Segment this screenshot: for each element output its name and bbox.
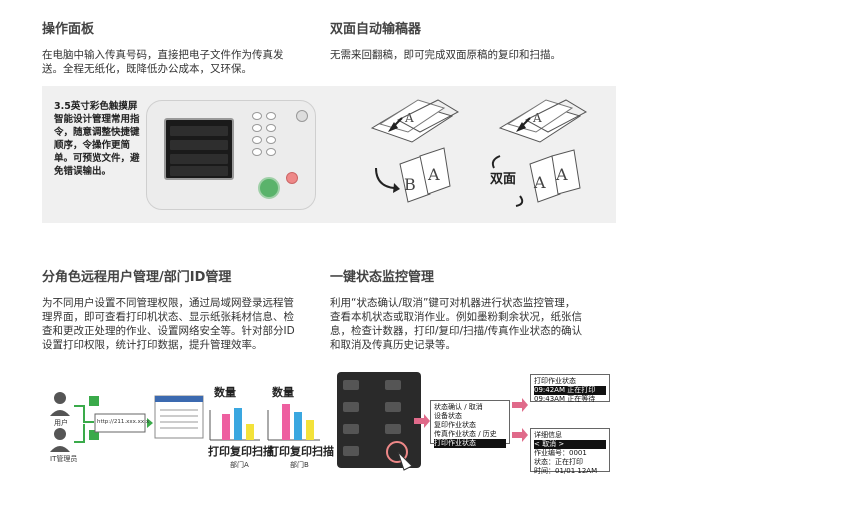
keypad-key [252,136,262,144]
user-avatar-icon [54,392,66,404]
status-monitor-desc-line3: 息，检查计数器，打印/复印/扫描/传真作业状态的确认 [330,325,583,337]
control-panel-desc-line1: 在电脑中输入传真号码，直接把电子文件作为传真发 [42,49,284,61]
feature-image-strip-top [42,86,616,223]
status-monitor-desc-line4: 和取消及传真历史记录等。 [330,339,456,351]
screen-row [170,154,228,164]
arrow-right-icon [414,414,430,428]
status-monitor-desc: 利用“状态确认/取消”键可对机器进行状态监控管理， 查看本机状态或取消作业。例如… [330,296,618,352]
detail-row: 状态：正在打印 [534,458,583,466]
keypad-key [252,124,262,132]
status-monitor-title: 一键状态监控管理 [330,270,435,285]
remote-mgmt-desc-line4: 设置打印权限，统计打印数据，提升管理效率。 [42,339,263,351]
bar-dept-b-print [282,404,290,440]
remote-mgmt-desc-line3: 查和更改正处理的作业、设置网络安全等。针对部分ID [42,325,295,337]
screen-row [170,166,228,176]
remote-mgmt-desc-line1: 为不同用户设置不同管理权限，通过局域网登录远程管 [42,297,294,309]
arrow-right-icon [512,428,528,442]
bar-dept-b-copy [294,412,302,440]
status-menu-lcd: 状态确认 / 取消 设备状态 复印作业状态 传真作业状态 / 历史 打印作业状态 [430,400,510,448]
it-admin-avatar-icon [54,428,66,440]
svg-text:B: B [404,175,416,194]
print-status-row: 09:42AM 正在打印 [534,386,606,395]
adf-desc: 无需来回翻稿，即可完成双面原稿的复印和扫描。 [330,49,561,61]
control-panel-desc: 在电脑中输入传真号码，直接把电子文件作为传真发 送。全程无纸化，既降低办公成本，… [42,48,322,76]
status-monitor-desc-line2: 查看本机状态或取消作业。例如墨粉剩余状况，纸张信 [330,311,582,323]
status-menu-item: 复印作业状态 [434,421,476,429]
svg-text:A: A [533,173,546,192]
dept-b-label: 部门B [290,461,309,469]
keypad-key [252,112,262,120]
finger-tap-icon [397,451,413,471]
detail-row: 作业编号：0001 [534,449,587,457]
print-status-header: 打印作业状态 [534,377,576,385]
arrow-right-icon [512,398,528,412]
remote-mgmt-diagram [50,392,320,452]
keypad-key [252,148,262,156]
svg-text:A: A [532,111,542,125]
stop-button-icon [286,172,298,184]
remote-mgmt-desc-line2: 理界面，即可查看打印机状态、显示纸张耗材信息、检 [42,311,294,323]
url-text: http://211.xxx.xx.x [97,419,150,425]
status-menu-header: 状态确认 / 取消 [434,403,483,411]
adf-duplex-icon: A A A [491,99,588,207]
screen-row [170,140,228,150]
svg-text:A: A [427,165,440,184]
func-label-b: 打印复印扫描 [268,445,334,458]
status-monitor-desc-line1: 利用“状态确认/取消”键可对机器进行状态监控管理， [330,297,576,309]
detail-cancel-row: < 取消 > [534,440,606,449]
touchscreen-note: 3.5英寸彩色触摸屏智能设计管理常用指令，随意调整快捷键顺序，令操作更简单。可预… [54,101,140,177]
bar-dept-a-copy [234,408,242,440]
adf-title: 双面自动输稿器 [330,22,422,37]
qty-label-b: 数量 [272,386,294,399]
control-panel-desc-line2: 送。全程无纸化，既降低办公成本，又环保。 [42,63,252,75]
bar-dept-a-scan [246,424,254,440]
print-status-lcd: 打印作业状态 09:42AM 正在打印 09:43AM 正在等待 [530,374,610,403]
remote-mgmt-desc: 为不同用户设置不同管理权限，通过局域网登录远程管 理界面，即可查看打印机状态、显… [42,296,324,352]
keypad-key [266,112,276,120]
bar-dept-a-print [222,414,230,440]
detail-info-lcd: 详细信息 < 取消 > 作业编号：0001 状态：正在打印 时间：01/01 1… [530,428,610,475]
keypad-key [266,136,276,144]
detail-header: 详细信息 [534,431,562,439]
it-admin-label: IT管理员 [50,455,78,463]
qty-label-a: 数量 [214,386,236,399]
screen-row [170,126,228,136]
detail-row: 时间：01/01 12AM [534,467,598,475]
keypad-key [266,124,276,132]
status-menu-item: 设备状态 [434,412,462,420]
remote-mgmt-title: 分角色远程用户管理/部门ID管理 [42,270,232,285]
svg-text:A: A [404,111,414,125]
print-status-row: 09:43AM 正在等待 [534,395,596,403]
green-badge-icon [89,396,99,406]
status-menu-item-selected: 打印作业状态 [434,439,506,448]
start-button-icon [258,177,280,199]
power-button-icon [296,110,308,122]
keypad-key [266,148,276,156]
bar-dept-b-scan [306,420,314,440]
func-label-a: 打印复印扫描 [208,445,274,458]
adf-single-side-icon: A B A [370,99,460,203]
green-badge-icon [89,430,99,440]
panel-buttons-icon [337,372,421,468]
url-box [94,413,146,433]
status-monitor-diagram [337,372,528,471]
dept-a-label: 部门A [230,461,249,469]
duplex-label: 双面 [490,172,517,187]
status-menu-item: 传真作业状态 / 历史 [434,430,497,438]
control-panel-title: 操作面板 [42,22,95,37]
svg-text:A: A [555,165,568,184]
user-label: 用户 [54,419,68,427]
